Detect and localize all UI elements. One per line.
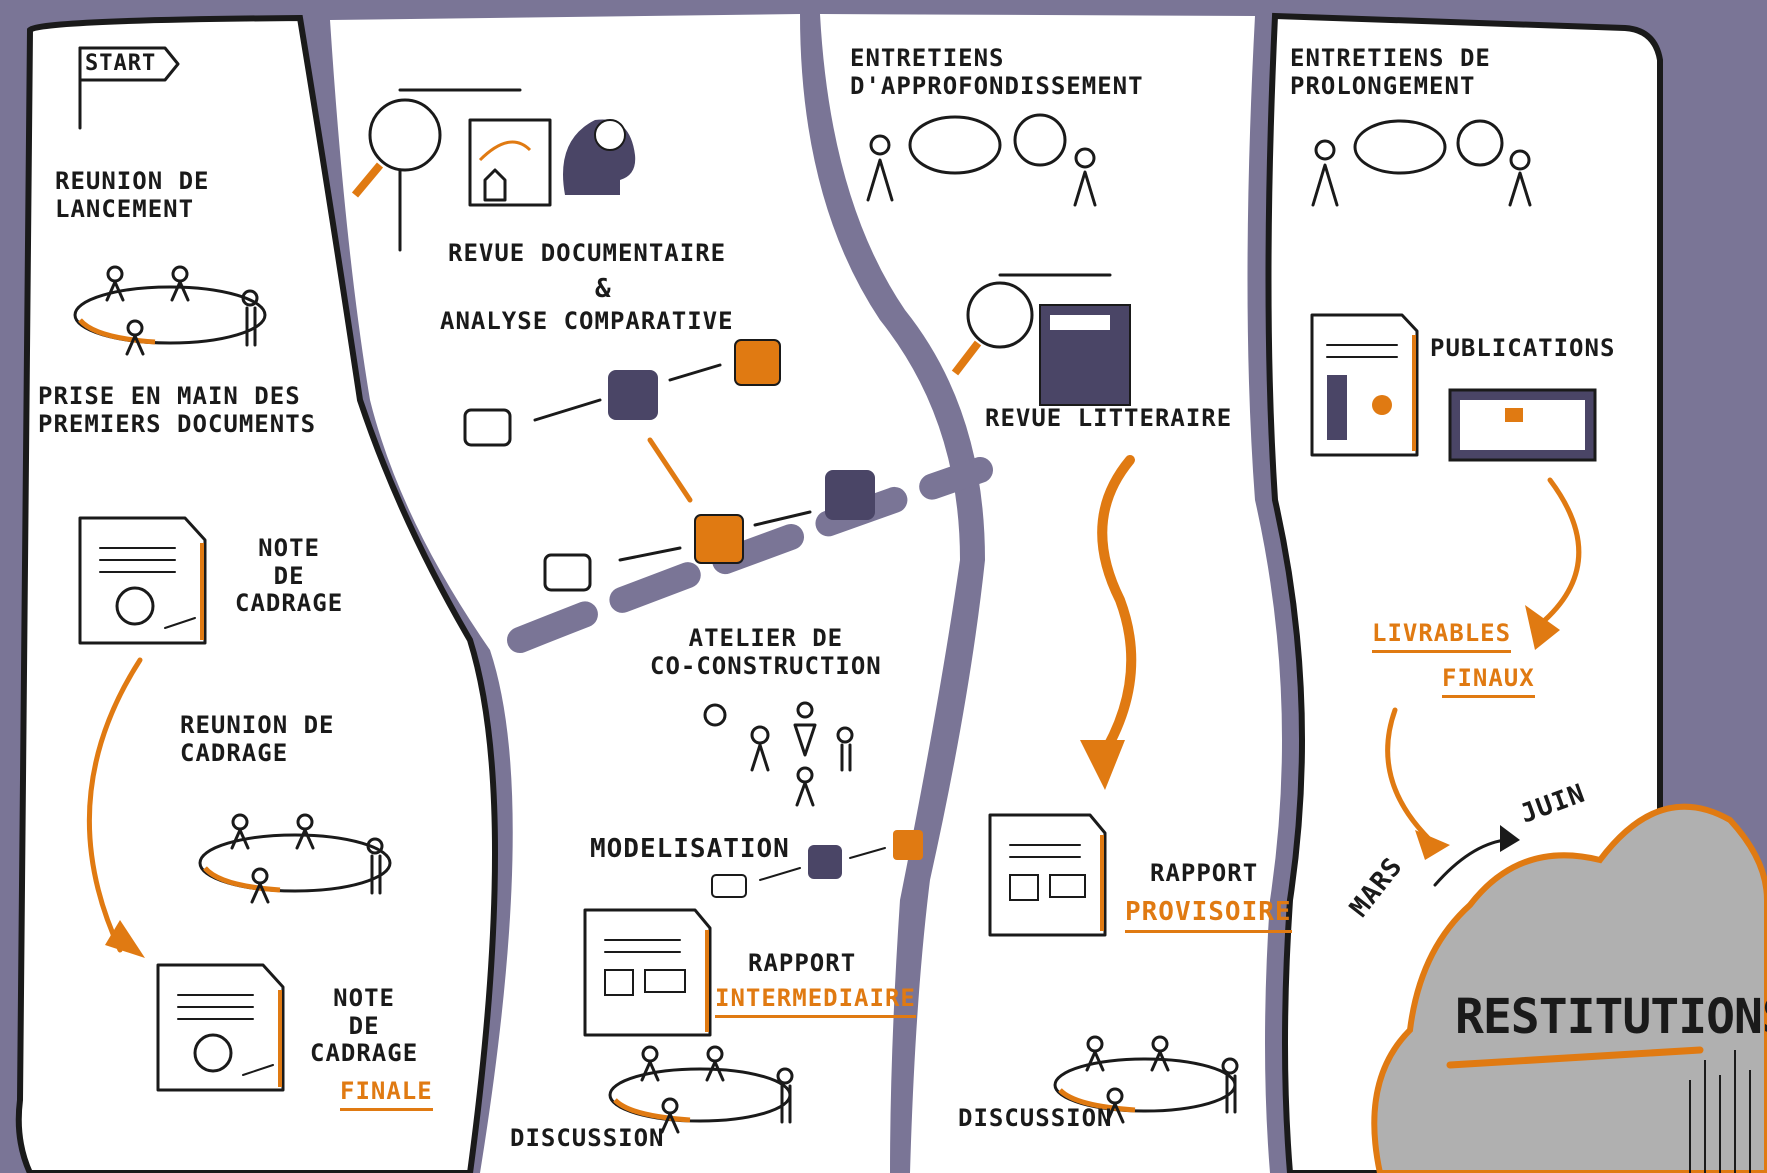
- entretiens-prolongement-label: ENTRETIENS DE PROLONGEMENT: [1290, 44, 1491, 100]
- reunion-lancement-label: REUNION DE LANCEMENT: [55, 167, 210, 223]
- magnifier-icon: [351, 88, 522, 252]
- discussion-col3-label: DISCUSSION: [958, 1104, 1113, 1132]
- meeting-table-icon: [198, 813, 392, 904]
- city-skyline-icon: [1689, 1050, 1751, 1173]
- start-flag-icon: [78, 46, 180, 130]
- analyse-comparative-label: ANALYSE COMPARATIVE: [440, 307, 734, 335]
- prise-en-main-label: PRISE EN MAIN DES PREMIERS DOCUMENTS: [38, 382, 317, 438]
- timeline-arrow-icon: [1433, 838, 1507, 887]
- intermediaire-label: INTERMEDIAIRE: [715, 984, 916, 1018]
- rapport-intermediaire-label: RAPPORT: [748, 949, 857, 977]
- report-document-icon: [583, 908, 712, 1037]
- rapport-provisoire-label: RAPPORT: [1150, 859, 1259, 887]
- finaux-label: FINAUX: [1442, 664, 1535, 698]
- publication-document-icon: [1310, 313, 1419, 457]
- revue-documentaire-label: REVUE DOCUMENTAIRE: [448, 239, 727, 267]
- strategy-board-icon: [468, 118, 552, 207]
- revue-litteraire-label: REVUE LITTERAIRE: [985, 404, 1233, 432]
- wavy-arrow-icon: [1095, 455, 1137, 765]
- interview-icon: [1311, 119, 1532, 207]
- puzzle-outline-icon: [711, 874, 747, 898]
- puzzle-dark-icon: [825, 470, 875, 520]
- magnifier-icon: [951, 273, 1112, 376]
- arrowhead-icon: [1525, 605, 1560, 650]
- finale-label: FINALE: [340, 1077, 433, 1111]
- meeting-table-icon: [1053, 1035, 1239, 1124]
- cloud-icon: [1371, 803, 1767, 1173]
- entretiens-approfondissement-label: ENTRETIENS D'APPROFONDISSEMENT: [850, 44, 1144, 100]
- restitutions-label: RESTITUTIONS: [1455, 989, 1767, 1045]
- start-flag-label: START: [85, 51, 157, 76]
- atelier-label: ATELIER DE CO-CONSTRUCTION: [650, 624, 882, 680]
- head-gear-icon: [563, 119, 636, 195]
- double-arrow-icon: [647, 437, 693, 503]
- workshop-people-icon: [703, 701, 854, 807]
- provisoire-label: PROVISOIRE: [1125, 897, 1292, 933]
- discussion-col2-label: DISCUSSION: [510, 1124, 665, 1152]
- panel-col1: [15, 14, 498, 1173]
- note-cadrage-finale-label: NOTE DE CADRAGE: [310, 984, 419, 1068]
- publication-screen-icon: [1448, 388, 1597, 462]
- puzzle-outline-icon: [543, 553, 592, 592]
- document-icon: [156, 963, 285, 1092]
- curved-arrow-icon: [1542, 477, 1582, 623]
- curved-arrow-icon: [1385, 707, 1433, 843]
- curved-arrow-icon: [86, 657, 143, 953]
- publications-label: PUBLICATIONS: [1430, 334, 1616, 362]
- book-icon: [1039, 304, 1131, 406]
- puzzle-dark-icon: [808, 845, 842, 879]
- report-document-icon: [988, 813, 1107, 937]
- puzzle-orange-icon: [694, 514, 744, 564]
- livrables-label: LIVRABLES: [1372, 619, 1512, 653]
- puzzle-outline-icon: [463, 408, 512, 447]
- meeting-table-icon: [608, 1045, 794, 1134]
- reunion-cadrage-label: REUNION DE CADRAGE: [180, 711, 335, 767]
- meeting-table-icon: [73, 265, 267, 356]
- arrowhead-icon: [105, 920, 145, 958]
- document-icon: [78, 516, 207, 645]
- puzzle-dark-icon: [608, 370, 658, 420]
- arrowhead-icon: [1415, 830, 1450, 860]
- arrowhead-icon: [1080, 740, 1125, 790]
- ampersand-label: &: [595, 274, 612, 304]
- puzzle-orange-icon: [734, 339, 781, 386]
- interview-icon: [866, 113, 1097, 207]
- puzzle-orange-icon: [893, 830, 923, 860]
- modelisation-label: MODELISATION: [590, 834, 790, 864]
- note-cadrage-label: NOTE DE CADRAGE: [235, 534, 344, 618]
- panel-col3: [820, 14, 1282, 1173]
